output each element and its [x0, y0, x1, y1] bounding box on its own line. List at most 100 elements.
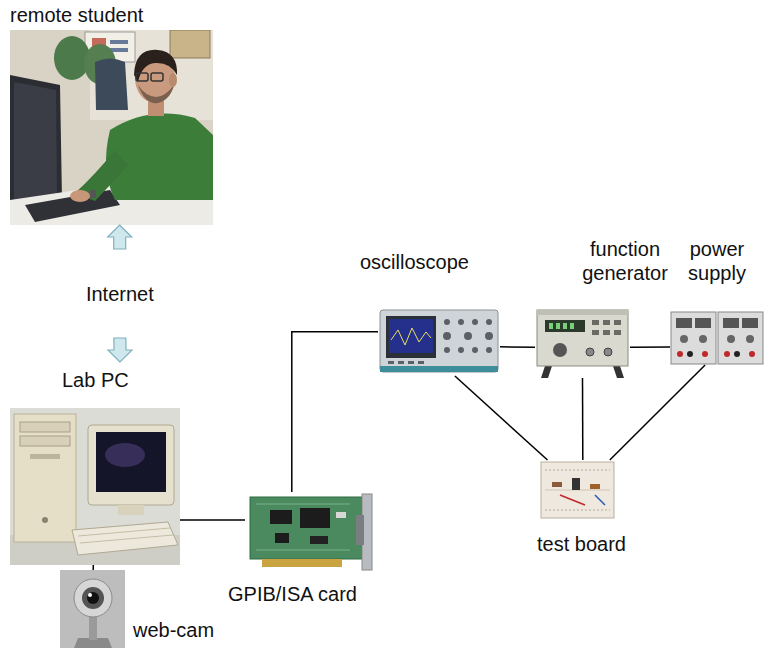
student-photo-part — [54, 36, 90, 80]
board-photo-part — [595, 495, 605, 505]
generator-photo-part — [556, 323, 560, 329]
board-photo-part — [552, 482, 562, 487]
cable-line — [582, 378, 583, 460]
oscilloscope-photo-part — [443, 332, 451, 340]
supply-photo-part — [702, 351, 708, 357]
cable-line — [610, 365, 705, 460]
oscilloscope-photo-part — [391, 328, 431, 345]
card-photo-box: GPIB/ISA card — [245, 492, 375, 572]
cable-line — [610, 365, 705, 460]
supply-photo-part — [677, 351, 683, 357]
device-label: remote student — [10, 3, 143, 27]
generator-photo-part — [586, 348, 594, 356]
generator-photo-part — [603, 320, 610, 325]
board-photo — [541, 462, 614, 518]
edge-label: Internet — [83, 282, 157, 306]
card-photo-part — [262, 559, 342, 567]
generator-photo-part — [545, 320, 585, 332]
card-photo-part — [356, 515, 364, 545]
supply-photo-part — [723, 318, 739, 328]
oscilloscope-photo-part — [458, 319, 464, 325]
board-photo-part — [541, 462, 614, 518]
webcam-photo-part — [82, 587, 104, 609]
card-photo-part — [300, 508, 330, 528]
generator-photo-part — [541, 366, 552, 378]
cable-line — [500, 346, 535, 348]
pc-photo-part — [10, 408, 180, 565]
generator-photo-part — [614, 320, 621, 325]
generator-photo-part — [603, 330, 610, 335]
pc-photo-part — [96, 432, 166, 492]
supply-photo-part — [724, 351, 730, 357]
supply-photo-box: power supply — [670, 310, 765, 365]
pc-photo-part — [88, 425, 174, 505]
cable-line — [180, 519, 245, 521]
board-photo-part — [572, 478, 580, 490]
pc-photo — [10, 408, 180, 565]
generator-photo-part — [592, 320, 599, 325]
card-photo-part — [310, 536, 328, 544]
oscilloscope-photo-part — [464, 332, 472, 340]
supply-photo-part — [699, 335, 707, 343]
student-photo-part — [110, 40, 128, 44]
generator-photo — [537, 310, 628, 378]
student-photo-part — [151, 73, 163, 81]
student-photo — [10, 30, 213, 225]
supply-photo-part — [676, 318, 692, 328]
student-photo-part — [110, 48, 128, 52]
cable-line — [455, 376, 548, 460]
card-photo-part — [256, 550, 350, 551]
supply-photo-part — [746, 335, 754, 343]
generator-photo-part — [549, 323, 553, 329]
card-photo-part — [270, 510, 292, 524]
card-photo — [250, 494, 372, 570]
cable-line — [455, 376, 548, 460]
cable-line — [92, 565, 94, 570]
supply-photo-part — [671, 312, 716, 364]
cable-line — [630, 346, 670, 347]
generator-photo-part — [537, 310, 628, 366]
oscilloscope-photo-part — [486, 347, 492, 353]
student-photo-part — [70, 190, 90, 202]
webcam-photo — [60, 570, 125, 648]
pc-photo-part — [20, 422, 70, 432]
cable-line — [630, 346, 670, 348]
supply-photo-part — [680, 335, 688, 343]
card-photo-part — [336, 512, 346, 518]
board-photo-part — [560, 495, 585, 505]
oscilloscope-photo-part — [472, 319, 478, 325]
supply-photo-part — [695, 318, 711, 328]
cable-line — [582, 378, 584, 460]
oscilloscope-photo-part — [380, 310, 498, 372]
oscilloscope-photo-part — [380, 366, 498, 372]
pc-photo-box: Lab PC — [10, 362, 180, 565]
cable-line — [500, 346, 535, 348]
student-photo-part — [170, 30, 210, 58]
generator-photo-part — [570, 323, 574, 329]
pc-photo-part — [118, 505, 144, 515]
cable-line — [292, 332, 378, 492]
supply-photo-part — [734, 351, 740, 357]
pc-photo-part — [80, 535, 173, 543]
student-photo-part — [90, 190, 96, 198]
pc-photo-part — [14, 414, 76, 542]
student-photo-part — [138, 85, 174, 103]
device-label: power supply — [677, 237, 757, 285]
webcam-photo-box: web-cam — [60, 570, 125, 648]
oscilloscope-photo-part — [388, 361, 394, 364]
device-label: Lab PC — [62, 368, 129, 392]
supply-photo-part — [749, 351, 755, 357]
board-photo-part — [590, 484, 600, 489]
student-photo-part — [106, 114, 213, 200]
block-arrowhead — [108, 225, 132, 249]
oscilloscope-photo-part — [386, 316, 436, 358]
oscilloscope-photo-part — [472, 347, 478, 353]
board-photo-part — [545, 470, 610, 471]
generator-photo-part — [563, 323, 567, 329]
webcam-photo-part — [74, 579, 112, 617]
board-photo-part — [545, 510, 610, 511]
device-label: web-cam — [133, 618, 214, 642]
pc-photo-part — [20, 436, 70, 446]
